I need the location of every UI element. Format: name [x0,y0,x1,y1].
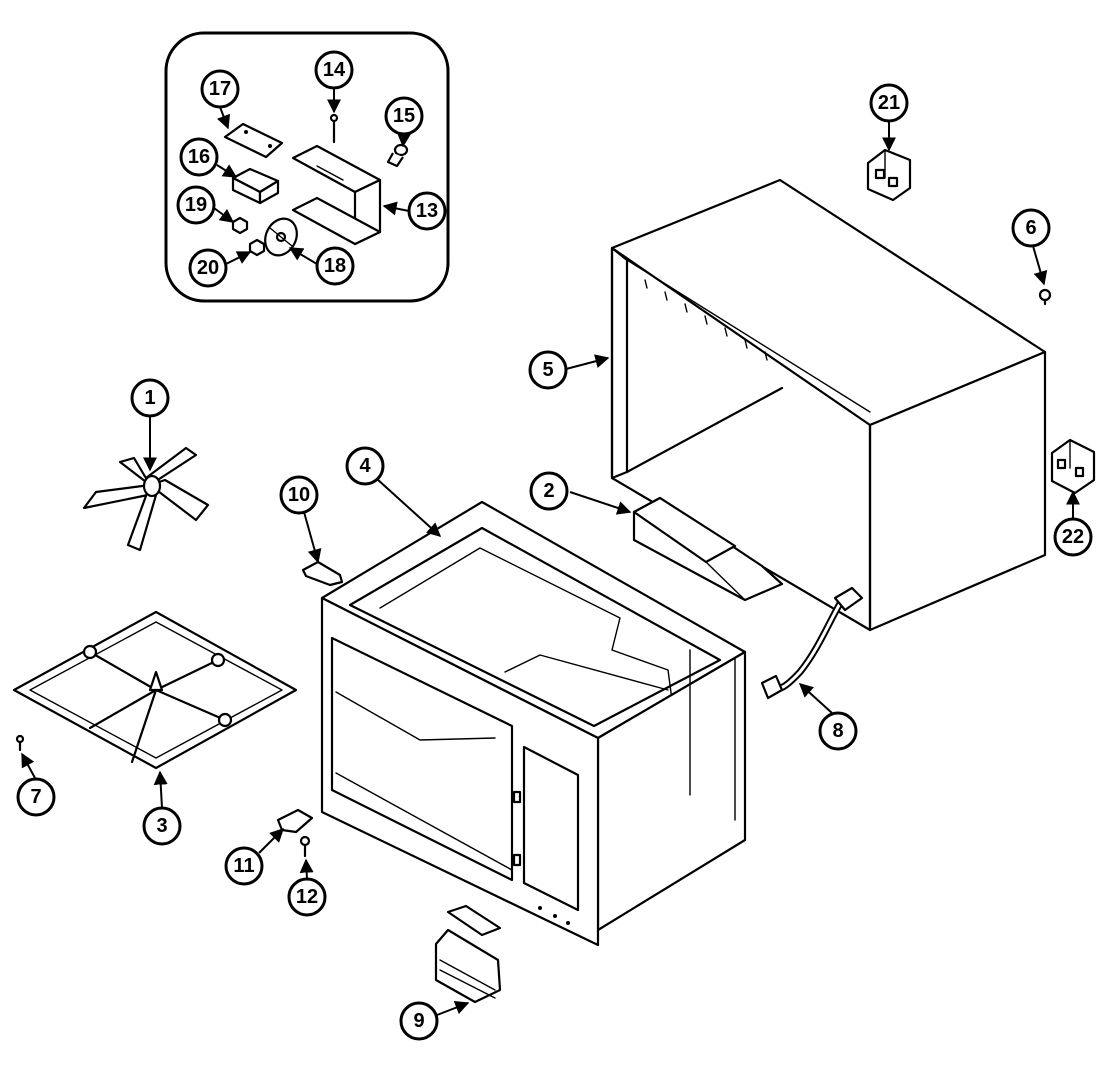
svg-text:13: 13 [416,200,438,222]
svg-text:17: 17 [209,78,231,100]
part-10-clip [301,560,344,587]
svg-text:10: 10 [288,484,310,506]
part-15-plunger [386,143,409,168]
callout-1: 1 [130,378,170,418]
part-3-tray [12,610,298,770]
callout-4: 4 [345,446,385,486]
part-9-vent [434,904,502,1004]
callout-6: 6 [1011,208,1051,248]
part-17-plate [223,122,284,159]
callout-21: 21 [869,83,909,123]
svg-text:11: 11 [233,855,254,877]
part-11-latch [276,808,314,834]
part-16-switch [231,167,280,205]
callout-14: 14 [314,50,354,90]
part-8-power-cord [760,586,864,700]
svg-text:3: 3 [156,815,167,837]
svg-text:2: 2 [543,480,554,502]
svg-text:9: 9 [413,1010,424,1032]
svg-text:1: 1 [144,387,155,409]
part-13-bracket [291,144,382,246]
svg-text:22: 22 [1062,526,1084,548]
callout-5: 5 [528,350,568,390]
svg-text:16: 16 [188,146,210,168]
callout-11: 11 [224,846,264,886]
svg-text:19: 19 [185,194,207,216]
svg-text:20: 20 [197,257,219,279]
svg-text:12: 12 [296,886,318,908]
callout-12: 12 [287,877,327,917]
callout-22: 22 [1053,517,1093,557]
part-20-nut [248,238,266,257]
callout-9: 9 [399,1001,439,1041]
callout-20: 20 [188,248,228,288]
svg-text:6: 6 [1025,217,1036,239]
callout-18: 18 [315,246,355,286]
part-5-outer-cabinet [610,178,1047,632]
callout-2: 2 [529,471,569,511]
svg-text:21: 21 [878,92,900,114]
svg-text:7: 7 [30,786,41,808]
svg-text:4: 4 [359,455,371,477]
part-4-oven-cavity [320,500,747,947]
part-18-cam [264,217,298,257]
part-22-terminal [1050,438,1096,495]
callout-10: 10 [279,475,319,515]
part-19-nut [231,216,249,235]
callout-7: 7 [16,777,56,817]
part-21-fuse-holder [866,148,912,202]
svg-text:14: 14 [323,59,346,81]
svg-text:8: 8 [832,720,843,742]
part-6-screw [1038,288,1052,306]
part-2-cover [632,496,784,602]
part-1-fan-blade [82,446,210,552]
callout-16: 16 [179,137,219,177]
callout-17: 17 [200,69,240,109]
svg-text:5: 5 [542,359,553,381]
part-12-screw [299,835,311,858]
part-7-screw [15,734,25,752]
part-14-screw [329,113,339,144]
callout-13: 13 [407,191,447,231]
callout-19: 19 [176,185,216,225]
svg-text:18: 18 [324,255,346,277]
callout-8: 8 [818,711,858,751]
callout-15: 15 [384,96,424,136]
svg-text:15: 15 [393,105,415,127]
callout-3: 3 [142,806,182,846]
leader-lines [21,88,1080,1016]
